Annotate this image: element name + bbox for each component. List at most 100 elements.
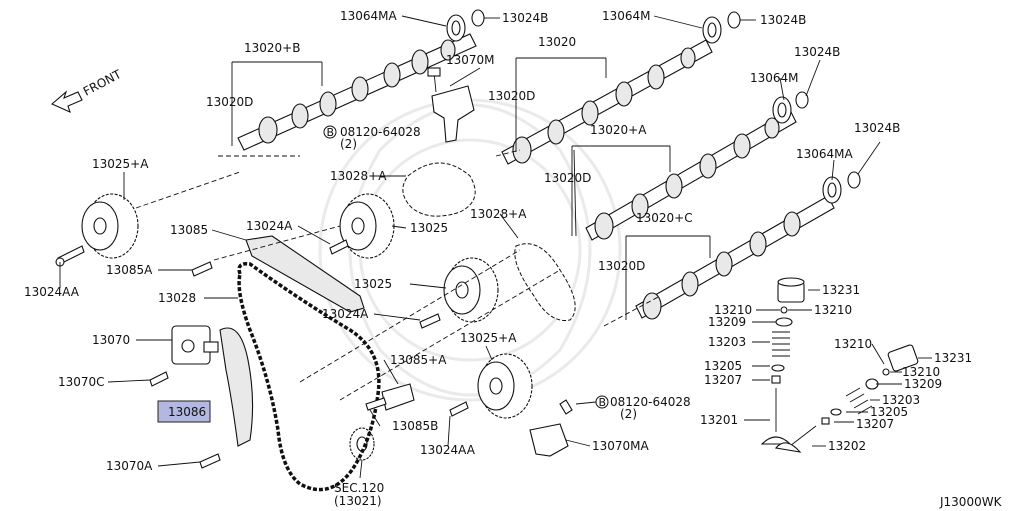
chain-guide-13085 [245,235,365,313]
part-label: 13020 [538,35,576,49]
bolt-13070A [199,453,221,469]
part-label: 13085B [392,419,438,433]
part-label: 13203 [882,393,920,407]
sprocket-13025A-lower [477,353,533,419]
part-label: 13028 [158,291,196,305]
part-label: 13231 [822,283,860,297]
valve-lifter-13231-2 [887,344,919,372]
bolt-13085A [191,261,213,277]
part-label: 13210 [902,365,940,379]
circled-b-icon: B [595,395,609,409]
part-label: 08120-64028 [340,125,421,139]
seat-13205 [771,364,842,416]
part-label: 13205 [870,405,908,419]
front-direction-label: FRONT [81,67,124,99]
part-label: 13207 [856,417,894,431]
part-label: 13025 [410,221,448,235]
chain-guide-13070M [427,67,475,143]
part-label: 13202 [828,439,866,453]
part-label: (2) [620,407,637,421]
chain-guide-13086-highlighted [219,327,254,447]
part-label: 13020+A [590,123,647,137]
svg-text:B: B [599,396,607,409]
bolt-13070C [149,371,169,387]
cap-13024B-4 [847,171,861,189]
cap-13024B-1 [471,9,485,27]
retainer-13209-1 [775,317,793,327]
chain-guide-13070MA [529,423,569,457]
part-label: 13020D [488,89,535,103]
part-label: 13028+A [470,207,527,221]
section-reference-number: (13021) [334,494,382,508]
part-label: 13201 [700,413,738,427]
part-label: 13210 [714,303,752,317]
secondary-chain-13028A-upper [402,162,476,217]
cap-13024B-2 [727,11,741,29]
part-label: 13070A [106,459,153,473]
part-label: 13024B [794,45,840,59]
bolt-13024AA-left [55,245,85,267]
bolt-08120-lower [559,399,573,415]
part-label: 13064M [750,71,799,85]
valve-lifter-13231-1 [777,277,805,303]
svg-text:B: B [327,126,335,139]
camshaft-13020 [501,39,713,165]
chain-tensioner-13070 [171,325,219,365]
oil-seal-13064MA-right [822,176,842,204]
camshaft-13020C [635,195,835,320]
part-label: 13020+B [244,41,300,55]
part-label: 13025+A [460,331,517,345]
camshaft-13020B [237,33,477,151]
part-label: 13070C [58,375,105,389]
part-label: 13064MA [340,9,398,23]
valve-13201 [760,388,792,445]
bolt-13024A-upper [329,239,349,255]
camshaft-13020A [585,109,797,241]
part-label: 13210 [834,337,872,351]
chain-guide-13085A [381,383,415,411]
secondary-chain-13028A-lower [514,243,576,321]
part-label: (2) [340,137,357,151]
crank-sprocket-sec120 [349,427,375,461]
sprocket-13025A-left [81,193,139,259]
part-label: 13020D [544,171,591,185]
part-label: 13070M [446,53,495,67]
part-labels: 13064MA 13024B 13064M 13024B 13020+B 130… [24,9,1003,509]
part-label: 13020D [598,259,645,273]
oil-seal-13064MA-top [446,14,466,42]
highlighted-part-box [157,400,211,423]
part-label: 13020+C [636,211,693,225]
valve-13202 [774,425,817,453]
part-label: 13209 [904,377,942,391]
part-label: 13024A [246,219,293,233]
part-label: 13085 [170,223,208,237]
part-label: 13064M [602,9,651,23]
part-label: 13024AA [420,443,476,457]
part-label: 13085A [106,263,153,277]
part-label: 13024B [502,11,548,25]
part-label: 13024B [854,121,900,135]
part-label: 13020D [206,95,253,109]
cap-13024B-3 [795,91,809,109]
oil-seal-13064M-right [772,96,792,124]
part-label: 13207 [704,373,742,387]
reference-dashed-lines [135,149,661,401]
part-label: 13064MA [796,147,854,161]
part-label: 13028+A [330,169,387,183]
valve-spring-13203-1 [772,331,790,357]
timing-chain-13028 [237,261,381,492]
part-label: 13210 [814,303,852,317]
part-label: 08120-64028 [610,395,691,409]
bolt-13085B [365,397,387,411]
seal-13207 [771,375,830,425]
leader-lines [59,15,932,479]
section-reference: SEC.120 [334,481,384,495]
circled-b-icon: B [323,125,337,139]
part-label: 13025+A [92,157,149,171]
part-label: 13024A [322,307,369,321]
part-label: 13203 [708,335,746,349]
bolt-13024AA-lower [449,401,469,417]
part-label: 13205 [704,359,742,373]
keeper-13210 [780,306,890,376]
